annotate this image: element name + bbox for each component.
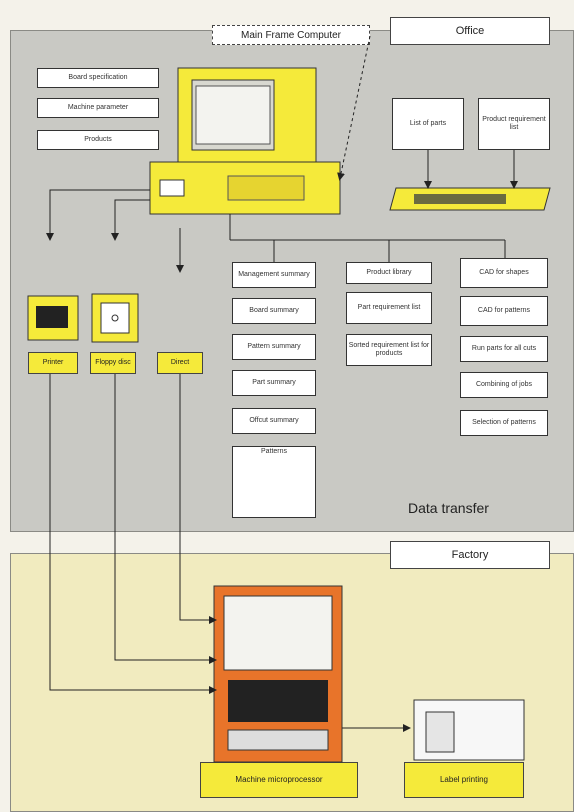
combining-jobs-box: Combining of jobs <box>460 372 548 398</box>
offcut-summary-box: Offcut summary <box>232 408 316 434</box>
run-parts-box: Run parts for all cuts <box>460 336 548 362</box>
patterns-box: Patterns <box>232 446 316 518</box>
board-summary-box: Board summary <box>232 298 316 324</box>
label-printing-label: Label printing <box>404 762 524 798</box>
cad-shapes-box: CAD for shapes <box>460 258 548 288</box>
source-list-of-parts: List of parts <box>392 98 464 150</box>
keyboard-icon <box>389 187 551 211</box>
data-transfer-label: Data transfer <box>408 500 489 516</box>
part-requirement-box: Part requirement list <box>346 292 432 324</box>
machine-icon <box>213 585 343 763</box>
part-summary-box: Part summary <box>232 370 316 396</box>
input-products: Products <box>37 130 159 150</box>
floppy-disc-icon <box>91 293 139 343</box>
office-label: Office <box>390 17 550 45</box>
label-printer-icon <box>413 699 525 761</box>
printer-label: Printer <box>28 352 78 374</box>
printer-icon <box>27 295 79 341</box>
floppy-label: Floppy disc <box>90 352 136 374</box>
direct-label: Direct <box>157 352 203 374</box>
pattern-summary-box: Pattern summary <box>232 334 316 360</box>
input-machine-parameter: Machine parameter <box>37 98 159 118</box>
selection-patterns-box: Selection of patterns <box>460 410 548 436</box>
machine-microprocessor-label: Machine microprocessor <box>200 762 358 798</box>
mainframe-label: Main Frame Computer <box>212 25 370 45</box>
mainframe-computer-icon <box>149 67 341 215</box>
input-board-spec: Board specification <box>37 68 159 88</box>
management-summary-box: Management summary <box>232 262 316 288</box>
sorted-requirement-box: Sorted requirement list for products <box>346 334 432 366</box>
product-library-box: Product library <box>346 262 432 284</box>
patterns-label: Patterns <box>260 448 288 455</box>
cad-patterns-box: CAD for patterns <box>460 296 548 326</box>
factory-label: Factory <box>390 541 550 569</box>
source-product-requirement: Product requirement list <box>478 98 550 150</box>
